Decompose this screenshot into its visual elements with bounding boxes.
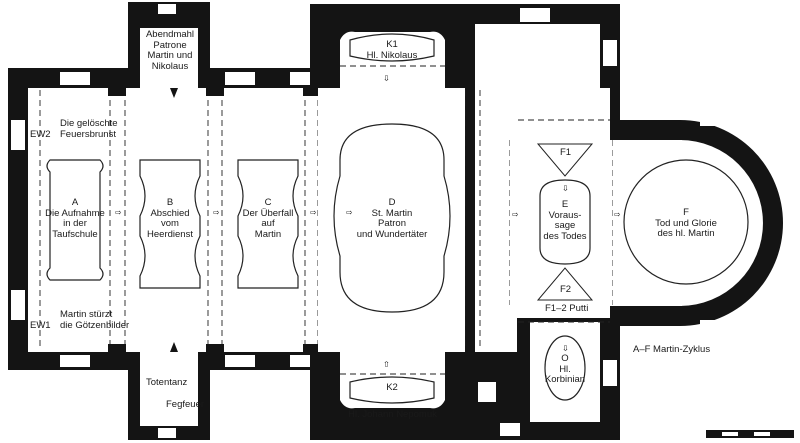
label-totentanz: Totentanz	[146, 377, 188, 388]
panel-d	[333, 123, 451, 313]
panel-a	[46, 159, 104, 281]
panel-c	[237, 159, 299, 289]
arrow-icon: ⇨	[310, 208, 317, 217]
label-e: E Voraus- sage des Todes	[543, 199, 587, 242]
scale-bar	[706, 430, 794, 438]
label-k2-text: Hl. Johann Nepomuk	[348, 409, 437, 420]
arrow-icon: ⇩	[562, 344, 569, 353]
label-a: A Die Aufnahme in der Taufschule	[45, 197, 105, 240]
label-legend: A–F Martin-Zyklus	[633, 344, 711, 355]
label-b: B Abschied vom Heerdienst	[147, 197, 193, 240]
label-ew1-text: Martin stürzt die Götzenbilder	[60, 309, 130, 331]
label-d: D St. Martin Patron und Wundertäter	[356, 197, 428, 240]
label-abendmahl: Abendmahl Patrone Martin und Nikolaus	[145, 29, 195, 72]
panel-b	[139, 159, 201, 289]
panel-e	[539, 179, 591, 265]
panel-k1	[349, 33, 435, 62]
label-k1-text: Hl. Nikolaus	[366, 50, 418, 61]
label-fegfeuer: Fegfeuer	[166, 399, 205, 410]
label-k1-code: K1	[386, 39, 398, 50]
label-ew1-code: EW1	[30, 319, 51, 331]
arrow-icon: ⇨	[512, 210, 519, 219]
arrow-icon: ⇩	[562, 184, 569, 193]
label-f1: F1	[560, 147, 572, 158]
label-o: O Hl. Korbinian	[544, 353, 586, 385]
label-f12-putti: F1–2 Putti	[545, 303, 589, 314]
panel-k2	[349, 376, 435, 404]
label-k2-code: K2	[386, 382, 398, 393]
arrow-icon: ⇨	[213, 208, 220, 217]
arrow-icon: ⇨	[346, 208, 353, 217]
arrow-icon: ⇨	[614, 210, 621, 219]
label-ew2: EW2	[30, 119, 51, 140]
label-c: C Der Überfall auf Martin	[242, 197, 294, 240]
arrow-icon: ⇩	[383, 74, 390, 83]
label-ew2-code: EW2	[30, 128, 51, 140]
label-ew2-text: Die gelöschte Feuersbrunst	[60, 118, 118, 140]
label-f: F Tod und Glorie des hl. Martin	[655, 207, 717, 239]
arrow-icon: ⇧	[383, 360, 390, 369]
label-ew1: EW1	[30, 310, 51, 331]
label-f2: F2	[560, 284, 572, 295]
panel-f	[623, 159, 749, 285]
arrow-icon: ⇨	[115, 208, 122, 217]
panel-o	[544, 335, 586, 401]
